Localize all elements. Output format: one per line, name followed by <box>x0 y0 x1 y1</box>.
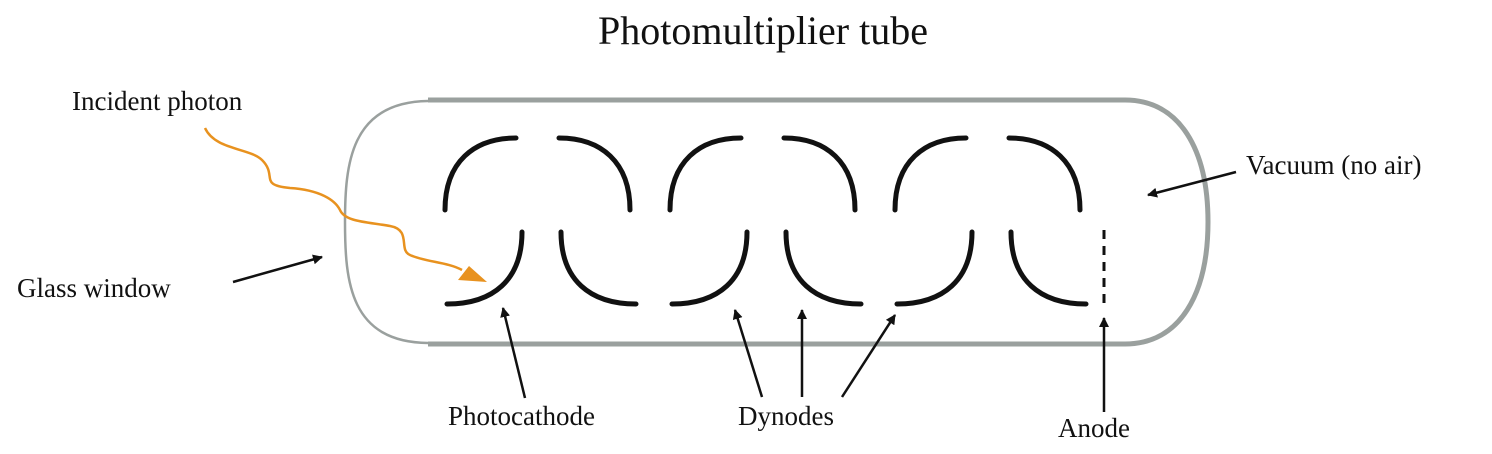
dynode-bottom-1 <box>558 229 639 307</box>
dynode-arrow-1 <box>732 309 764 398</box>
photocathode-electrode <box>444 229 525 307</box>
anode-label: Anode <box>1058 413 1130 443</box>
bottom-electrodes <box>444 229 1089 307</box>
top-electrode-5 <box>892 135 969 213</box>
dynode-bottom-4 <box>894 229 975 307</box>
top-electrode-6 <box>1006 135 1083 213</box>
incident-photon-label: Incident photon <box>72 86 243 116</box>
top-electrode-3 <box>667 135 744 213</box>
dynode-bottom-5 <box>1008 229 1089 307</box>
dynode-arrow-3 <box>840 314 897 398</box>
vacuum-arrow <box>1147 170 1237 198</box>
top-electrode-1 <box>442 135 519 213</box>
glass-window-arrow <box>232 254 323 284</box>
photocathode-label: Photocathode <box>448 401 595 431</box>
diagram-title: Photomultiplier tube <box>598 8 928 53</box>
photocathode-arrow <box>500 307 527 399</box>
incident-photon-path <box>203 127 463 272</box>
top-electrode-4 <box>781 135 858 213</box>
glass-window-label: Glass window <box>17 273 171 303</box>
top-electrode-2 <box>556 135 633 213</box>
photon-arrowhead <box>458 266 487 282</box>
tube-left-window <box>343 99 429 345</box>
dynode-bottom-2 <box>669 229 750 307</box>
glass-tube <box>343 97 1211 347</box>
tube-right-end <box>1124 97 1211 347</box>
pointer-arrows <box>232 170 1237 412</box>
dynode-bottom-3 <box>783 229 864 307</box>
top-electrodes <box>442 135 1083 213</box>
vacuum-label: Vacuum (no air) <box>1246 150 1421 180</box>
dynodes-label: Dynodes <box>738 401 834 431</box>
